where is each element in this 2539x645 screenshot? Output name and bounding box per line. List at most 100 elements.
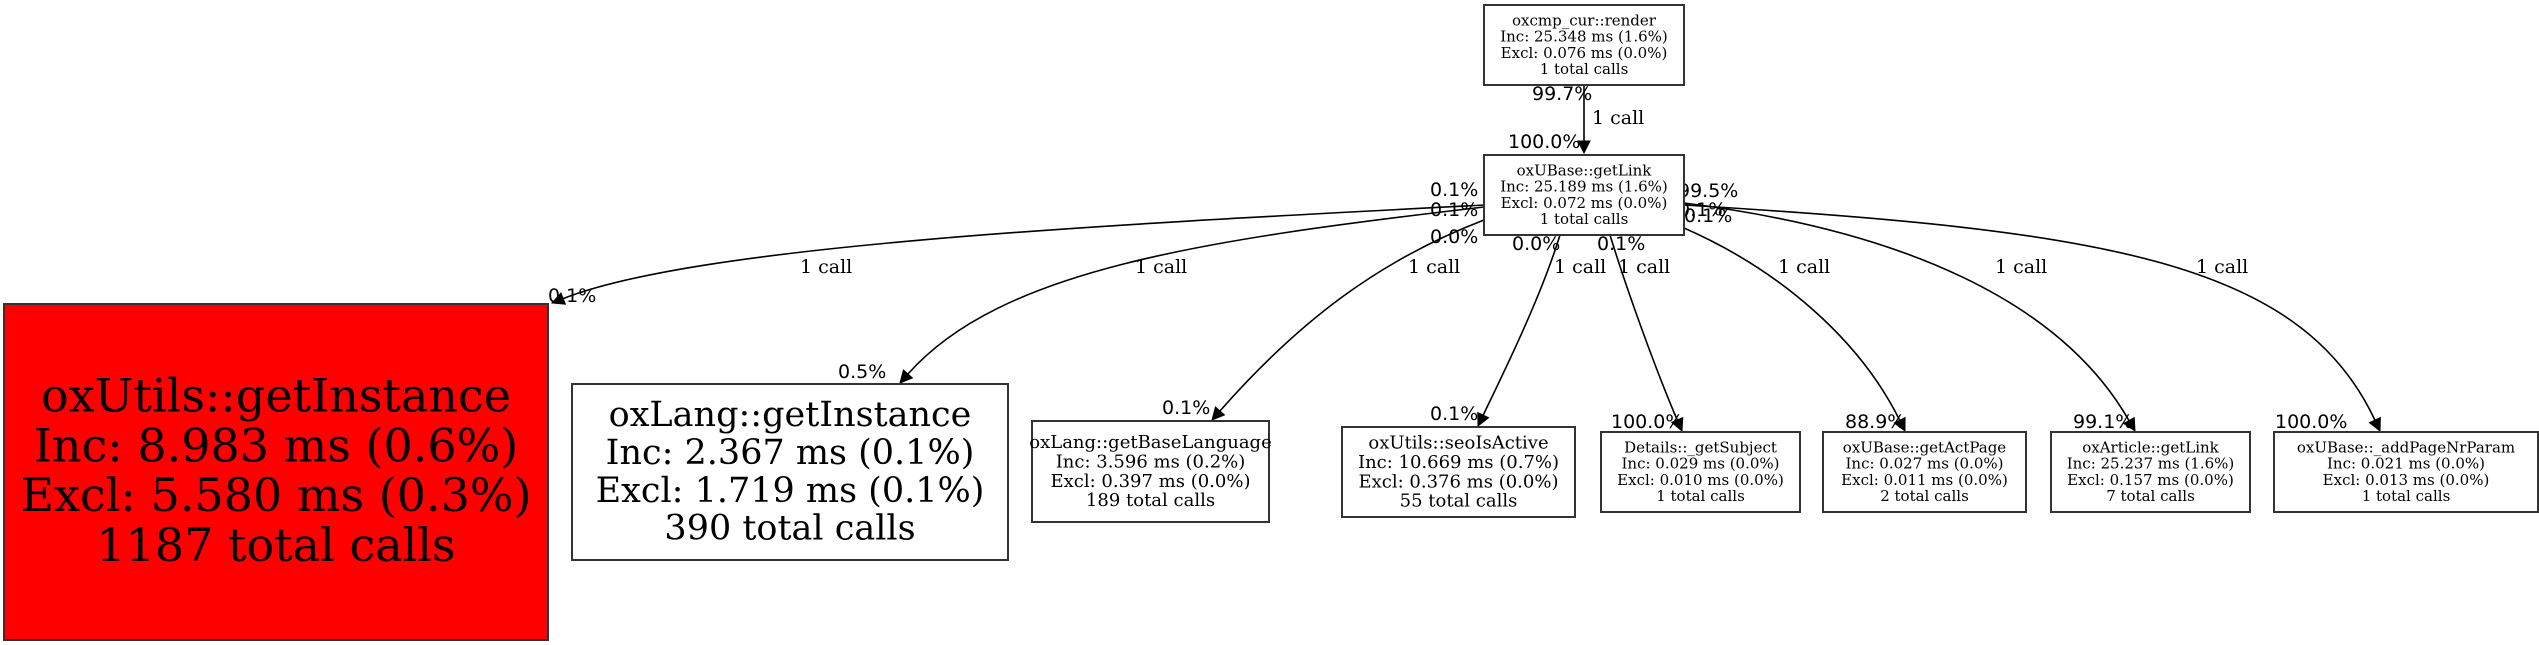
edge-head-percent: 0.1% [1430, 403, 1478, 425]
node-total-calls: 2 total calls [1880, 487, 1969, 505]
node-inclusive-time: Inc: 3.596 ms (0.2%) [1056, 451, 1246, 472]
edge-getLink-to-langGetInstance: 1 call 0.1% 0.5% [838, 199, 1485, 384]
node-inclusive-time: Inc: 0.027 ms (0.0%) [1845, 455, 2003, 473]
edge-head-percent: 0.1% [548, 285, 596, 307]
node-box [571, 383, 1009, 561]
node-name: oxArticle::getLink [2082, 438, 2219, 456]
edge-line [1683, 204, 2376, 421]
node-exclusive-time: Excl: 1.719 ms (0.1%) [596, 471, 985, 511]
node-box [3, 303, 549, 641]
arrowhead-icon [1211, 406, 1226, 421]
node-exclusive-time: Excl: 0.157 ms (0.0%) [2067, 471, 2234, 489]
edge-tail-percent: 99.5% [1678, 180, 1738, 202]
node-box [1483, 154, 1685, 236]
node-name: oxUBase::_addPageNrParam [2297, 438, 2515, 456]
node-name: oxcmp_cur::render [1512, 11, 1657, 29]
arrowhead-icon [1893, 416, 1906, 433]
edge-head-percent: 88.9% [1845, 411, 1905, 433]
node-box [1822, 431, 2027, 513]
node-name: oxUBase::getActPage [1843, 438, 2007, 456]
node-inclusive-time: Inc: 25.237 ms (1.6%) [2067, 455, 2235, 473]
node-total-calls: 390 total calls [664, 509, 915, 549]
arrowhead-icon [1577, 140, 1591, 155]
node-name: oxLang::getBaseLanguage [1029, 432, 1271, 453]
node-box [1031, 420, 1270, 523]
node-name: oxLang::getInstance [609, 395, 972, 435]
node-exclusive-time: Excl: 0.013 ms (0.0%) [2323, 471, 2490, 489]
node-inclusive-time: Inc: 25.189 ms (1.6%) [1500, 178, 1668, 196]
edge-tail-percent: 0.0% [1430, 226, 1478, 248]
edge-tail-percent: 0.0% [1512, 233, 1560, 255]
node-total-calls: 1 total calls [2362, 487, 2451, 505]
arrowhead-icon [899, 369, 914, 384]
node-box [2273, 431, 2539, 513]
node-name: oxUtils::seoIsActive [1368, 432, 1548, 453]
edge-tail-percent: 0.1% [1597, 233, 1645, 255]
edge-tail-percent: 0.1% [1678, 199, 1726, 221]
edge-line [562, 204, 1485, 300]
edge-line [1683, 227, 1901, 421]
edge-call-count: 1 call [1995, 256, 2047, 278]
node-exclusive-time: Excl: 0.076 ms (0.0%) [1501, 44, 1668, 62]
node-inclusive-time: Inc: 25.348 ms (1.6%) [1500, 28, 1668, 46]
arrowhead-icon [550, 292, 567, 305]
edge-call-count: 1 call [1408, 256, 1460, 278]
edge-head-percent: 100.0% [1611, 411, 1683, 433]
edge-line [907, 206, 1485, 375]
edge-line [1482, 234, 1561, 416]
node-inclusive-time: Inc: 0.029 ms (0.0%) [1621, 455, 1779, 473]
node-name: Details::_getSubject [1624, 438, 1777, 456]
arrowhead-icon [2368, 416, 2381, 433]
edge-tail-percent: 0.1% [1430, 199, 1478, 221]
node-inclusive-time: Inc: 0.021 ms (0.0%) [2327, 455, 2485, 473]
edge-call-count: 1 call [2196, 256, 2248, 278]
edge-call-count: 1 call [1554, 256, 1606, 278]
node-inclusive-time: Inc: 10.669 ms (0.7%) [1358, 452, 1559, 473]
node-name: oxUBase::getLink [1517, 161, 1653, 179]
node-exclusive-time: Excl: 0.397 ms (0.0%) [1051, 471, 1251, 492]
node-exclusive-time: Excl: 0.010 ms (0.0%) [1617, 471, 1784, 489]
node-total-calls: 1 total calls [1540, 60, 1629, 78]
edge-call-count: 1 call [1618, 256, 1670, 278]
edge-line [1219, 219, 1485, 412]
node-name: oxUtils::getInstance [41, 369, 511, 423]
node-total-calls: 7 total calls [2106, 487, 2195, 505]
node-total-calls: 1187 total calls [96, 518, 455, 572]
edge-head-percent: 100.0% [1508, 131, 1580, 153]
node-inclusive-time: Inc: 2.367 ms (0.1%) [606, 433, 975, 473]
node-box [1341, 426, 1576, 518]
edge-call-count: 1 call [1592, 107, 1644, 129]
arrowhead-icon [2122, 416, 2136, 432]
node-total-calls: 1 total calls [1656, 487, 1745, 505]
edge-head-percent: 100.0% [2275, 411, 2347, 433]
edge-call-count: 1 call [1135, 256, 1187, 278]
node-total-calls: 55 total calls [1400, 491, 1518, 512]
edge-tail-percent: 0.1% [1430, 179, 1478, 201]
edge-getLink-to-getBaseLanguage: 1 call 0.0% 0.1% [1162, 219, 1485, 421]
arrowhead-icon [1477, 411, 1490, 428]
edge-head-percent: 0.1% [1162, 397, 1210, 419]
node-exclusive-time: Excl: 0.072 ms (0.0%) [1501, 194, 1668, 212]
edge-line [1609, 234, 1678, 421]
node-box [1483, 4, 1685, 86]
edge-head-percent: 0.5% [838, 361, 886, 383]
node-exclusive-time: Excl: 0.376 ms (0.0%) [1359, 471, 1559, 492]
node-total-calls: 1 total calls [1540, 210, 1629, 228]
